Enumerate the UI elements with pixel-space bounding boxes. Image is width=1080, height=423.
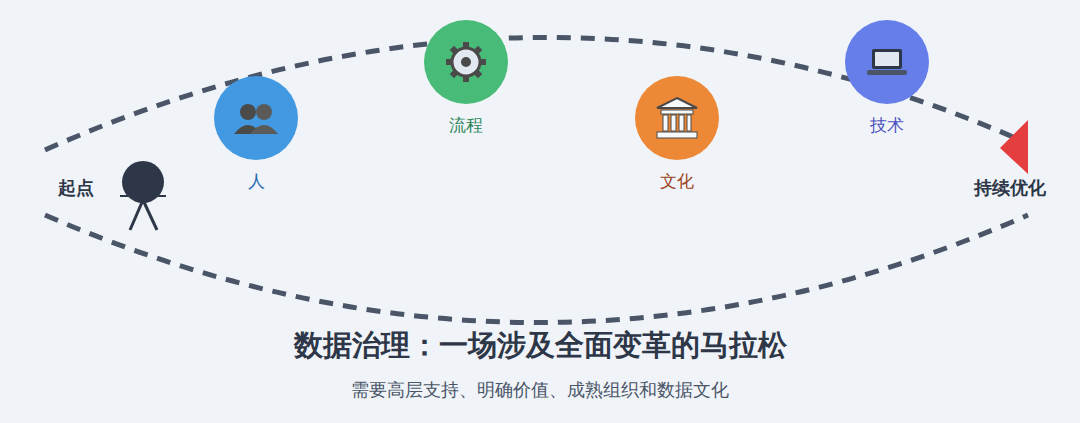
track-lower [45,215,1028,323]
stage-node: 文化 [635,76,719,196]
stage-circle [424,20,508,104]
runner-figure [120,161,166,230]
stage-icon [845,20,929,104]
finish-label: 持续优化 [974,176,1046,200]
stage-label: 文化 [660,170,694,193]
stage-label: 流程 [449,114,483,137]
stage-label: 技术 [870,114,904,137]
stage-node: 流程 [424,20,508,140]
stage-circle [635,76,719,160]
stage-circle [214,76,298,160]
stage-icon [214,76,298,160]
stage-node: 技术 [845,20,929,140]
finish-arrow [1000,120,1028,174]
stage-circle [845,20,929,104]
stage-icon [424,20,508,104]
stage-node: 人 [214,76,298,196]
diagram-title: 数据治理：一场涉及全面变革的马拉松 [294,326,787,366]
stage-label: 人 [248,170,265,193]
diagram-caption: 需要高层支持、明确价值、成熟组织和数据文化 [351,378,729,402]
start-label: 起点 [58,176,94,200]
stage-icon [635,76,719,160]
